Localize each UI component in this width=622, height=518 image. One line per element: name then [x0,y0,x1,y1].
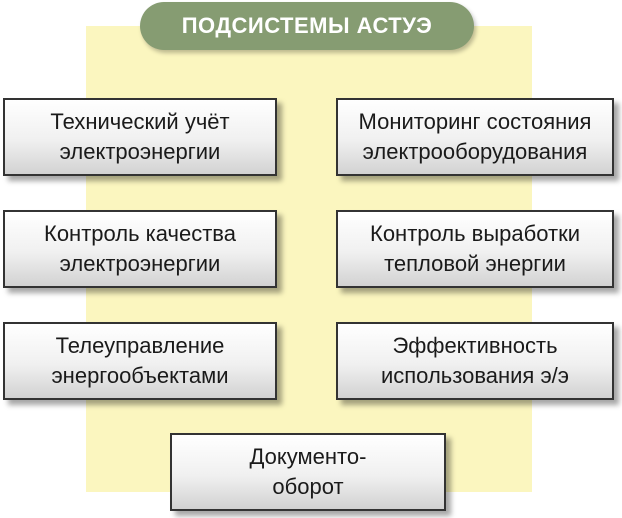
subsystem-box-technical-metering: Технический учёт электроэнергии [3,98,277,176]
subsystem-label-line2: электроэнергии [59,251,221,276]
diagram-title-text: ПОДСИСТЕМЫ АСТУЭ [181,13,433,38]
subsystem-box-energy-efficiency: Эффективность использования э/э [336,322,614,400]
subsystem-label-line2: энергообъектами [51,363,229,388]
subsystem-box-heat-generation-control: Контроль выработки тепловой энергии [336,210,614,288]
subsystem-label-line1: Мониторинг состояния [358,109,592,134]
subsystem-label-line1: Технический учёт [50,109,230,134]
diagram-title: ПОДСИСТЕМЫ АСТУЭ [140,2,474,50]
subsystem-label-line1: Телеуправление [55,333,225,358]
subsystem-label-line1: Документо- [249,444,367,469]
subsystem-box-quality-control: Контроль качества электроэнергии [3,210,277,288]
subsystem-box-telecontrol: Телеуправление энергообъектами [3,322,277,400]
subsystem-box-document-flow: Документо- оборот [170,433,446,511]
subsystem-label-line2: электрооборудования [362,139,588,164]
subsystem-label-line2: электроэнергии [59,139,221,164]
subsystem-box-equipment-monitoring: Мониторинг состояния электрооборудования [336,98,614,176]
subsystem-label-line2: оборот [272,474,344,499]
subsystem-label-line1: Эффективность [392,333,558,358]
subsystem-label-line2: тепловой энергии [384,251,566,276]
subsystem-label-line1: Контроль выработки [370,221,580,246]
subsystem-label-line2: использования э/э [380,363,570,388]
subsystem-label-line1: Контроль качества [44,221,236,246]
